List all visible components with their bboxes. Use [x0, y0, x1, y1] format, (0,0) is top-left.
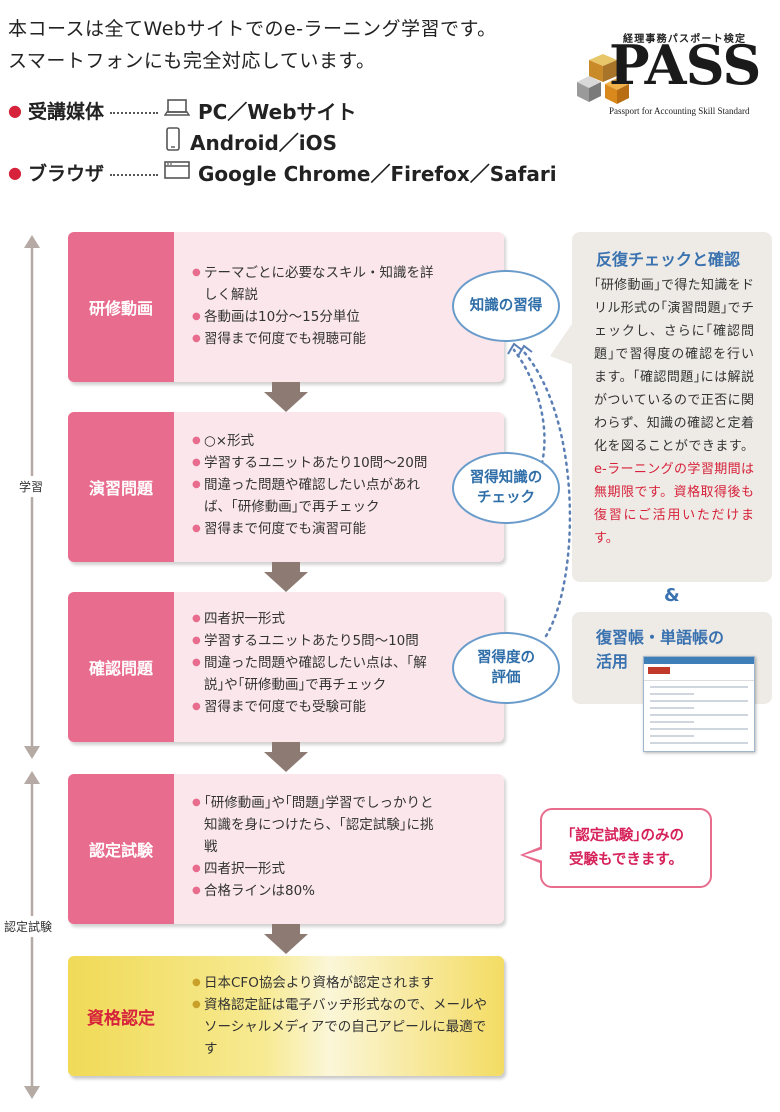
scale-label-study: 学習	[19, 476, 44, 497]
list-item: 資格認定証は電子バッヂ形式なので、メールやソーシャルメディアでの自己アピールに最…	[192, 994, 492, 1060]
bullet: ●	[8, 163, 22, 182]
cube-logo-icon	[577, 54, 629, 104]
bubble-line: 習得知識の	[469, 470, 543, 486]
browser-row: ● ブラウザ Google Chrome／Firefox／Safari	[8, 158, 557, 187]
step-label: 資格認定	[87, 1008, 155, 1029]
media-value-pc: PC／Webサイト	[197, 100, 357, 124]
intro-line-1: 本コースは全てWebサイトでのe-ラーニング学習です。	[8, 18, 497, 40]
site-screenshot-thumbnail	[643, 656, 755, 752]
scale-label-exam: 認定試験	[4, 916, 53, 937]
review-panel-red-text: e-ラーニングの学習期間は無期限です。資格取得後も復習にご活用いただけます。	[594, 462, 754, 546]
callout-line: ｢認定試験｣のみの	[568, 828, 684, 844]
step-label: 研修動画	[68, 232, 174, 382]
step-label: 認定試験	[68, 774, 174, 924]
flow-arrow	[264, 572, 308, 592]
leader-dots	[109, 111, 158, 114]
list-item: 習得まで何度でも視聴可能	[192, 328, 442, 350]
smartphone-icon	[164, 127, 182, 156]
bubble-check: 習得知識のチェック	[452, 452, 560, 524]
list-item: 四者択一形式	[192, 608, 442, 630]
flow-arrow-stem	[272, 562, 300, 572]
flow-arrow-stem	[272, 924, 300, 934]
bubble-line: 評価	[491, 670, 521, 686]
bubble-evaluation: 習得度の評価	[452, 632, 560, 704]
list-item: 習得まで何度でも受験可能	[192, 696, 442, 718]
list-item: 習得まで何度でも演習可能	[192, 518, 442, 540]
step-training-video: 研修動画 テーマごとに必要なスキル・知識を詳しく解説 各動画は10分～15分単位…	[68, 232, 504, 382]
step-items: ｢研修動画｣や｢問題｣学習でしっかりと知識を身につけたら、｢認定試験｣に挑戦 四…	[192, 792, 442, 902]
review-panel-text: ｢研修動画｣で得た知識をドリル形式の｢演習問題｣でチェックし、さらに｢確認問題｣…	[594, 278, 754, 454]
notebook-panel-title: 復習帳・単語帳の活用	[596, 626, 724, 674]
step-confirmation: 確認問題 四者択一形式 学習するユニットあたり5問～10問 間違った問題や確認し…	[68, 592, 504, 742]
step-items: ○×形式 学習するユニットあたり10問～20問 間違った問題や確認したい点があれ…	[192, 430, 442, 540]
notebook-title-line: 復習帳・単語帳の	[596, 628, 725, 647]
bullet: ●	[8, 101, 22, 120]
list-item: テーマごとに必要なスキル・知識を詳しく解説	[192, 262, 442, 306]
media-row: ● 受講媒体 PC／Webサイト	[8, 96, 357, 125]
list-item: 間違った問題や確認したい点があれば、｢研修動画｣で再チェック	[192, 474, 442, 518]
list-item: 日本CFO協会より資格が認定されます	[192, 972, 492, 994]
step-label: 演習問題	[68, 412, 174, 562]
browser-value: Google Chrome／Firefox／Safari	[197, 162, 557, 186]
list-item: 間違った問題や確認したい点は、｢解説｣や｢研修動画｣で再チェック	[192, 652, 442, 696]
list-item: 学習するユニットあたり10問～20問	[192, 452, 442, 474]
panel-pointer	[550, 318, 576, 366]
callout-line: 受験もできます。	[569, 852, 683, 868]
intro-line-2: スマートフォンにも完全対応しています。	[8, 50, 376, 72]
list-item: 合格ラインは80%	[192, 880, 442, 902]
media-label: 受講媒体	[27, 101, 104, 123]
list-item: 学習するユニットあたり5問～10問	[192, 630, 442, 652]
leader-dots	[109, 173, 158, 176]
bubble-line: 習得度の	[477, 650, 535, 666]
step-exercise: 演習問題 ○×形式 学習するユニットあたり10問～20問 間違った問題や確認した…	[68, 412, 504, 562]
media-value-mobile: Android／iOS	[190, 131, 338, 155]
media-row-2: Android／iOS	[164, 127, 337, 156]
step-items: 四者択一形式 学習するユニットあたり5問～10問 間違った問題や確認したい点は、…	[192, 608, 442, 718]
step-label: 確認問題	[68, 592, 174, 742]
review-panel: 反復チェックと確認 ｢研修動画｣で得た知識をドリル形式の｢演習問題｣でチェックし…	[572, 232, 772, 582]
step-qualification: 資格認定 日本CFO協会より資格が認定されます 資格認定証は電子バッヂ形式なので…	[68, 956, 504, 1076]
flow-arrow	[264, 752, 308, 772]
logo-kanji: 経理事務パスポート検定	[623, 34, 747, 45]
step-certification-exam: 認定試験 ｢研修動画｣や｢問題｣学習でしっかりと知識を身につけたら、｢認定試験｣…	[68, 774, 504, 924]
review-panel-body: ｢研修動画｣で得た知識をドリル形式の｢演習問題｣でチェックし、さらに｢確認問題｣…	[594, 274, 754, 550]
pass-logo: 経理事務パスポート検定 PASS Passport for Accounting…	[575, 30, 775, 120]
bubble-line: チェック	[477, 490, 535, 506]
step-items: テーマごとに必要なスキル・知識を詳しく解説 各動画は10分～15分単位 習得まで…	[192, 262, 442, 350]
exam-only-callout: ｢認定試験｣のみの受験もできます。	[520, 808, 712, 888]
browser-window-icon	[164, 160, 190, 185]
browser-label: ブラウザ	[27, 163, 104, 185]
review-loop-connector	[507, 342, 572, 638]
step-items: 日本CFO協会より資格が認定されます 資格認定証は電子バッヂ形式なので、メールや…	[192, 972, 492, 1060]
flow-arrow	[264, 392, 308, 412]
flow-arrow-stem	[272, 742, 300, 752]
bubble-line: 知識の習得	[469, 298, 543, 314]
ampersand: &	[664, 585, 680, 606]
laptop-icon	[163, 98, 191, 123]
logo-tagline: Passport for Accounting Skill Standard	[609, 106, 750, 116]
list-item: 各動画は10分～15分単位	[192, 306, 442, 328]
list-item: 四者択一形式	[192, 858, 442, 880]
flow-arrow-stem	[272, 382, 300, 392]
study-scale-arrow	[24, 235, 40, 759]
bubble-knowledge: 知識の習得	[452, 270, 560, 342]
logo-word: PASS	[609, 33, 761, 97]
review-panel-title: 反復チェックと確認	[596, 250, 741, 269]
list-item: ○×形式	[192, 430, 442, 452]
flow-arrow	[264, 934, 308, 954]
list-item: ｢研修動画｣や｢問題｣学習でしっかりと知識を身につけたら、｢認定試験｣に挑戦	[192, 792, 442, 858]
notebook-title-line: 活用	[596, 652, 629, 671]
